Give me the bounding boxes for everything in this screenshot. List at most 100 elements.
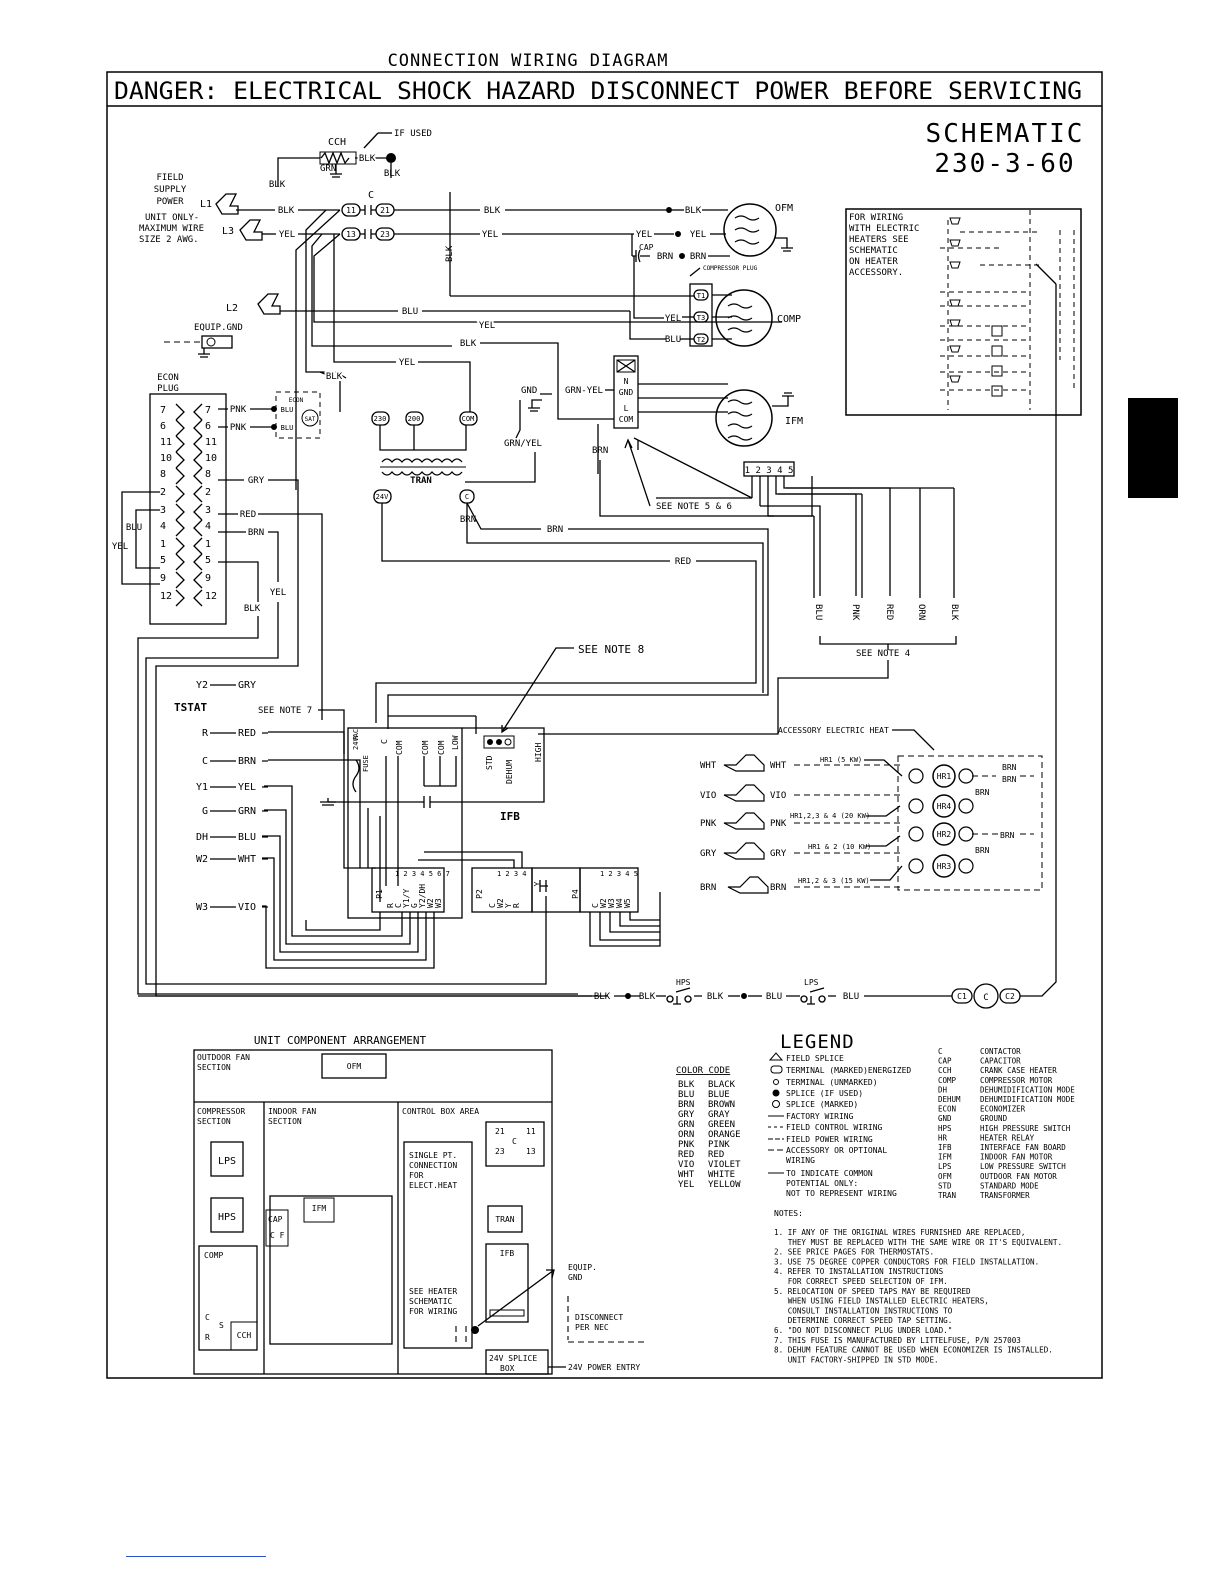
cap-label: CAP: [639, 243, 654, 252]
arr-tran: [487, 1205, 523, 1233]
color-code: BLK: [678, 1080, 695, 1090]
heater-relay: [932, 854, 956, 878]
abbrev-code: IFB: [938, 1143, 952, 1152]
econ-pin-chevrons: [175, 403, 203, 607]
field-splice: [723, 812, 765, 830]
hps-switch: [656, 987, 703, 1005]
pnk-vert-label: PNK: [850, 604, 860, 621]
svg-text:BRN: BRN: [1002, 775, 1017, 784]
ofm-blk-label-2: BLK: [685, 206, 702, 216]
svg-text:T3: T3: [697, 314, 705, 322]
hr123-15kw: HR1,2 & 3 (15 KW): [798, 877, 870, 885]
bottom-blu-1: BLU: [766, 992, 782, 1002]
svg-text:T2: T2: [697, 336, 705, 344]
connector-pin: C: [394, 903, 403, 908]
svg-text:PER NEC: PER NEC: [575, 1323, 609, 1332]
orn-vert-label: ORN: [916, 604, 926, 620]
svg-text:P4: P4: [571, 889, 580, 899]
ifm-speed-tap-block: [743, 461, 795, 477]
arr-lps: [210, 1141, 244, 1177]
svg-text:EQUIP.: EQUIP.: [568, 1263, 597, 1272]
heater-note-6: ACCESSORY.: [849, 268, 903, 278]
ifb-com-2: COM: [421, 740, 430, 755]
tstat-terminal: W2: [196, 854, 208, 865]
abbrev-desc: ECONOMIZER: [980, 1105, 1026, 1114]
arr-contactor: [485, 1121, 545, 1167]
abbrev-desc: HEATER RELAY: [980, 1133, 1035, 1142]
abbrev-code: LPS: [938, 1162, 952, 1171]
red-wire-label: RED: [675, 557, 691, 567]
comp-yel-label: YEL: [482, 230, 498, 240]
arr-ofm: [321, 1053, 387, 1079]
svg-text:BOX: BOX: [500, 1364, 515, 1373]
tran-yel-label: YEL: [399, 358, 415, 368]
svg-text:ECON: ECON: [289, 397, 304, 404]
l2-label: L2: [226, 303, 238, 314]
svg-text:SAT: SAT: [305, 416, 316, 423]
econ-pin-left: 11: [160, 437, 172, 448]
svg-text:SEE HEATER: SEE HEATER: [409, 1287, 457, 1296]
econ-pin-right: 9: [205, 573, 211, 584]
p1-connector: [371, 867, 445, 913]
unit-only-1: UNIT ONLY-: [145, 213, 199, 223]
heater-note-box: [845, 208, 1082, 416]
field-splice: [723, 842, 765, 860]
connector-pin: C: [591, 903, 600, 908]
legend-symbol-label: POTENTIAL ONLY:: [786, 1179, 858, 1188]
heat-wire-in: VIO: [700, 791, 716, 801]
legend-symbol-label: SPLICE (IF USED): [786, 1089, 863, 1098]
connector-pin: C: [488, 903, 497, 908]
legend-symbol-label: ACCESSORY OR OPTIONAL: [786, 1146, 887, 1155]
field-supply-3: POWER: [156, 197, 184, 207]
svg-text:N: N: [624, 377, 629, 386]
svg-text:OUTDOOR FAN: OUTDOOR FAN: [197, 1053, 250, 1062]
svg-text:INDOOR FAN: INDOOR FAN: [268, 1107, 316, 1116]
tstat-terminal: W3: [196, 902, 208, 913]
arr-hps: [210, 1197, 244, 1233]
equip-gnd-label: EQUIP.GND: [194, 323, 243, 333]
connector-pin: W3: [434, 898, 443, 908]
tstat-wire: BRN: [238, 756, 256, 767]
legend-symbol-label: FACTORY WIRING: [786, 1112, 854, 1121]
field-supply-2: SUPPLY: [154, 185, 187, 195]
ifm-label: IFM: [785, 416, 803, 427]
note-line: WHEN USING FIELD INSTALLED ELECTRIC HEAT…: [774, 1297, 989, 1306]
econ-pin-right: 6: [205, 421, 211, 432]
heat-wire-out: BRN: [770, 883, 786, 893]
ifb-board: [347, 727, 463, 919]
comp-yel-label-2: YEL: [665, 314, 681, 324]
ifb-low: LOW: [451, 735, 460, 750]
svg-text:L: L: [624, 404, 629, 413]
bottom-blk-3: BLK: [707, 992, 724, 1002]
equip-gnd-lug: [201, 335, 233, 349]
econ-yel-left: YEL: [112, 542, 128, 552]
tran-label: TRAN: [410, 476, 432, 486]
grn-slash-yel-label: GRN/YEL: [504, 439, 542, 449]
econ-pin-left: 12: [160, 591, 172, 602]
cch-label: CCH: [328, 137, 346, 148]
color-name: PINK: [708, 1140, 730, 1150]
legend-symbol-label: FIELD SPLICE: [786, 1054, 844, 1063]
cch-grn-label: GRN: [320, 164, 336, 174]
color-code: GRN: [678, 1120, 694, 1130]
svg-text:OFM: OFM: [347, 1062, 362, 1071]
ofm-motor: [723, 203, 777, 257]
econ-pin-left: 1: [160, 539, 166, 550]
svg-text:C: C: [205, 1313, 210, 1322]
ifm-connector-block: [613, 355, 639, 429]
l3-field-splice: [239, 219, 263, 241]
heater-note-5: ON HEATER: [849, 257, 898, 267]
ifb-blk-label: BLK: [326, 372, 343, 382]
svg-text:IFM: IFM: [312, 1204, 327, 1213]
ofm-label: OFM: [775, 203, 793, 214]
econ-blu-left: BLU: [126, 523, 142, 533]
arr-ifb: [485, 1243, 529, 1323]
abbrev-desc: INDOOR FAN MOTOR: [980, 1153, 1053, 1162]
note-line: 6. "DO NOT DISCONNECT PLUG UNDER LOAD.": [774, 1326, 952, 1335]
field-splice: [723, 754, 765, 772]
econ-pin-right: 5: [205, 555, 211, 566]
econ-pin-right: 10: [205, 453, 217, 464]
heat-wire-out: VIO: [770, 791, 786, 801]
